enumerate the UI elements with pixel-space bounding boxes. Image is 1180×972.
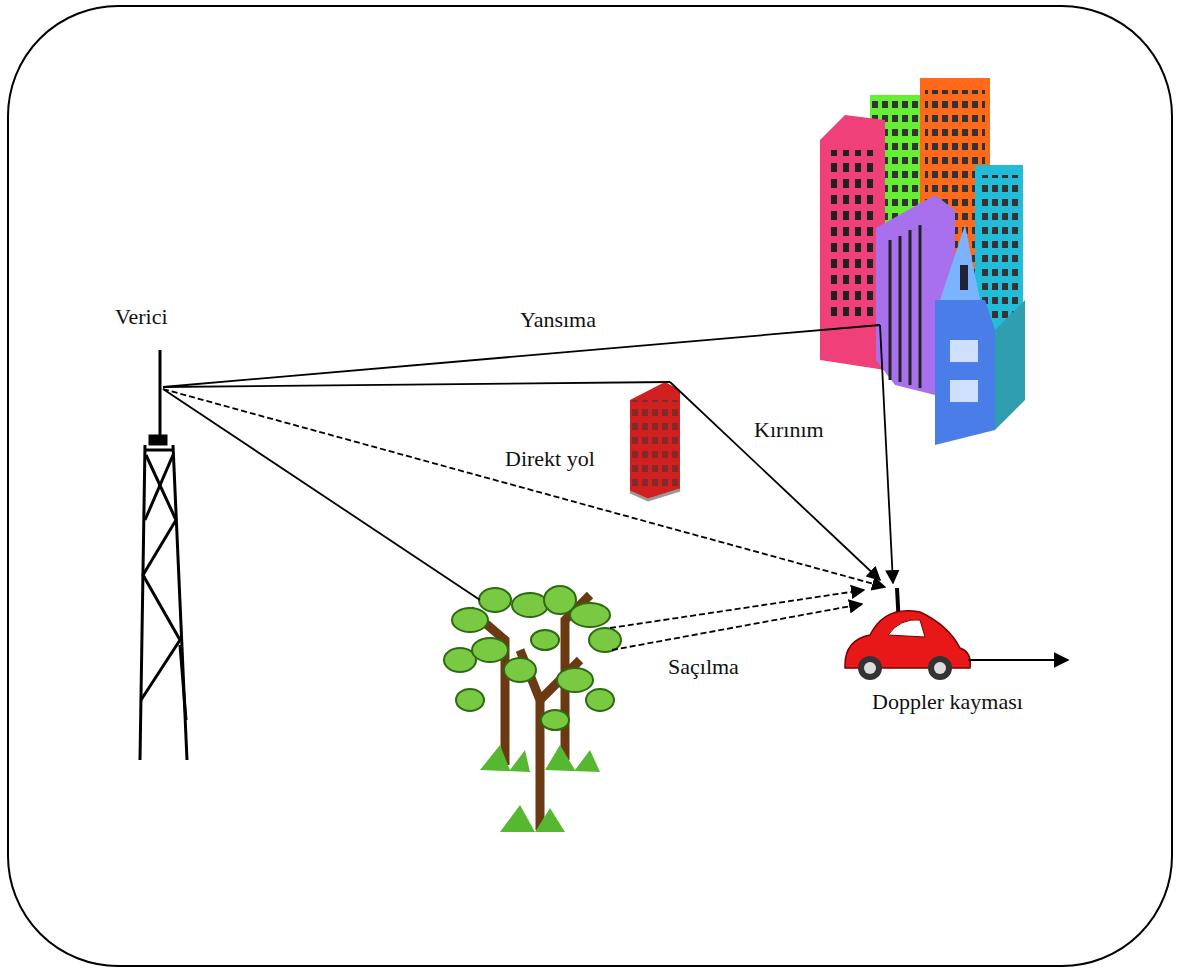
tower-label: Verici	[113, 305, 170, 329]
city-buildings	[820, 78, 1025, 445]
effect-label: Doppler kayması	[870, 690, 1025, 714]
path-label: Direkt yol	[503, 447, 597, 471]
trees	[444, 586, 621, 832]
propagation-paths	[163, 325, 893, 650]
motion-arrow	[968, 659, 1068, 661]
transmitter-tower	[140, 350, 187, 760]
path-label: Kırınım	[752, 418, 826, 442]
car	[845, 588, 970, 680]
obstacle-building	[630, 382, 680, 500]
path-label: Yansıma	[518, 308, 598, 332]
path-label: Saçılma	[666, 655, 741, 679]
frame	[8, 6, 1172, 966]
